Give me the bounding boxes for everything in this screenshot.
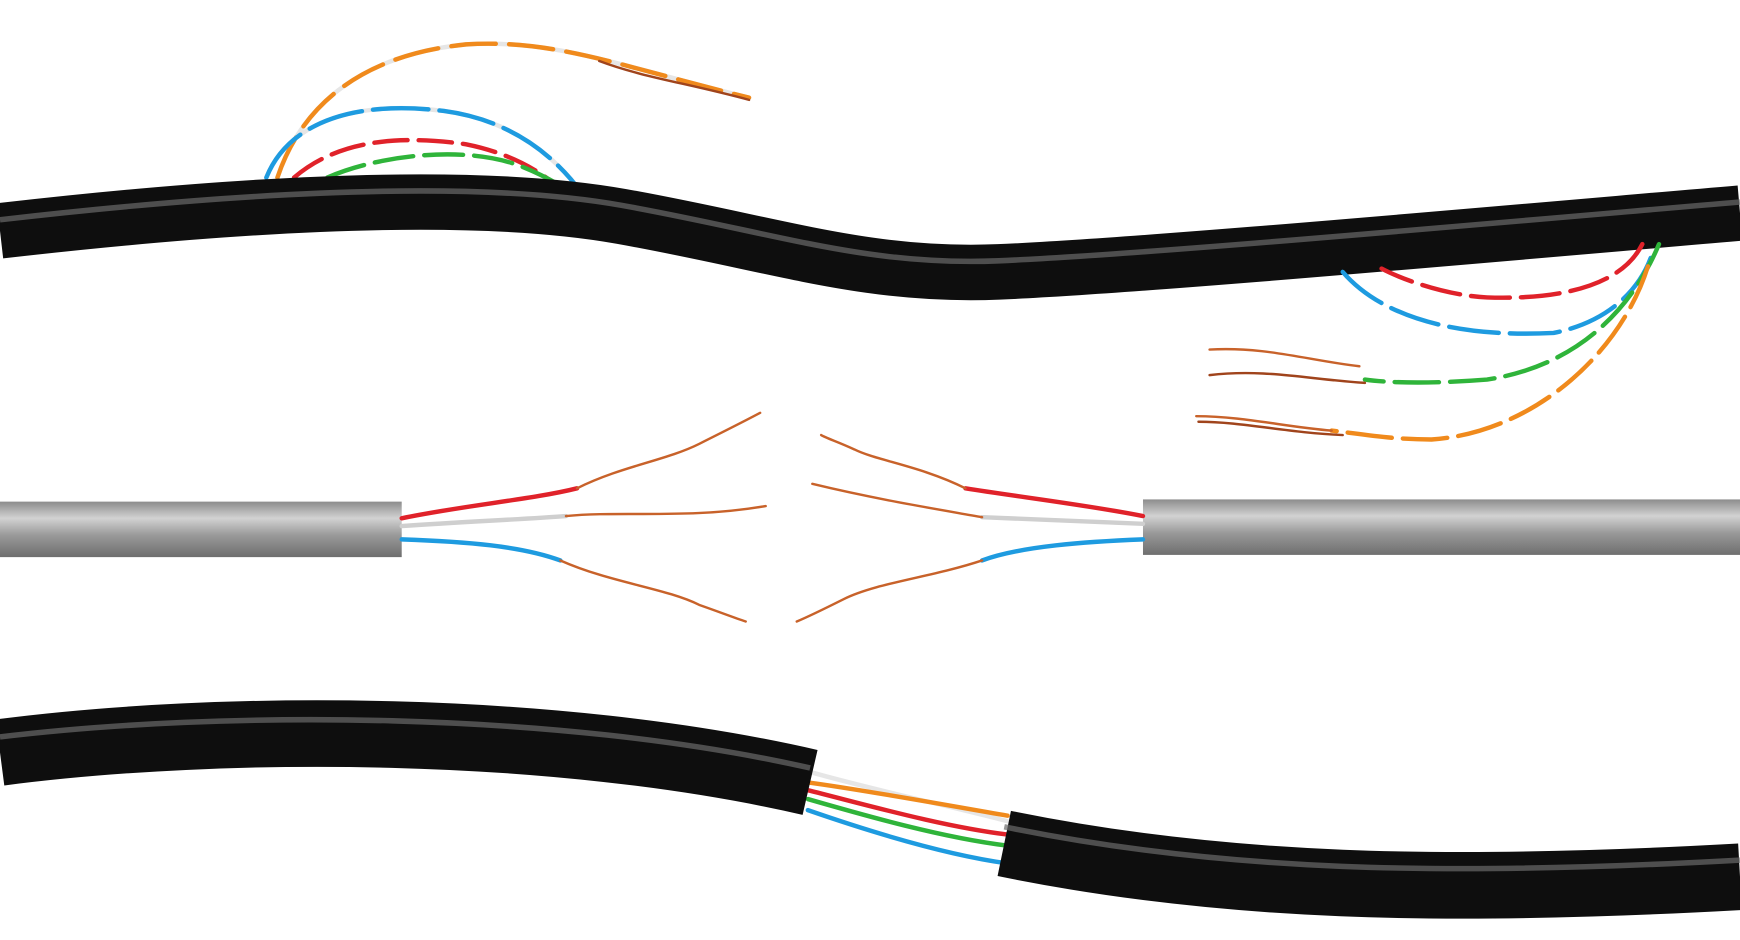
top-right-wire-loop: [1195, 241, 1662, 442]
middle-cable-group: [0, 411, 1740, 623]
middle-left-wires: [399, 411, 767, 623]
black-cable-bottom-left: [0, 700, 818, 815]
bottom-cable-group: [0, 700, 1740, 919]
black-cable-top: [0, 174, 1740, 301]
gray-cable-left: [0, 501, 402, 558]
top-left-wire-loop: [264, 41, 752, 200]
top-cable-group: [0, 41, 1740, 442]
black-cable-bottom-left-highlight: [0, 716, 811, 771]
middle-right-wires: [795, 433, 1146, 623]
black-cable-bottom-right-highlight: [1003, 824, 1740, 872]
black-cable-bottom-right: [997, 810, 1740, 919]
gray-cable-right: [1142, 499, 1740, 555]
black-cable-top-highlight: [0, 188, 1740, 265]
bottom-exposed-wires: [805, 769, 1010, 866]
